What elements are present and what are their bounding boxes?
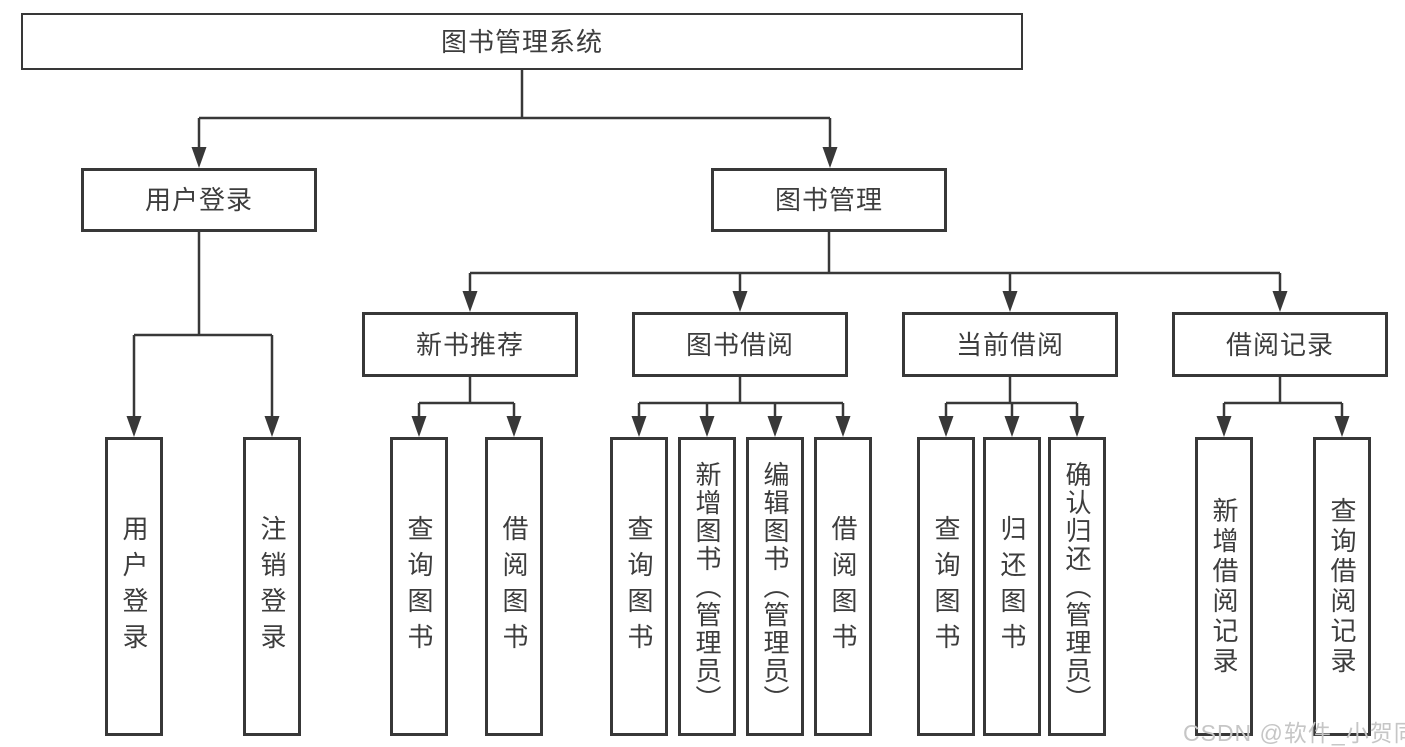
node-label: 当前借阅 — [955, 329, 1064, 360]
node-label: 用户登录 — [119, 514, 149, 659]
node-label: 新书推荐 — [415, 329, 524, 360]
node-label: 图书管理系统 — [440, 26, 603, 57]
leaf-query-books-recommend: 查询图书 — [390, 437, 448, 736]
node-label: 查询图书 — [404, 514, 434, 659]
node-label: 借阅记录 — [1225, 329, 1334, 360]
node-label: 查询借阅记录 — [1327, 496, 1357, 677]
node-book-management: 图书管理 — [711, 168, 947, 232]
node-label: 借阅图书 — [499, 514, 529, 659]
node-label: 用户登录 — [144, 185, 253, 215]
node-label: 编辑图书（管理员） — [760, 460, 790, 713]
leaf-query-books-borrowing: 查询图书 — [610, 437, 668, 736]
leaf-query-borrow-record: 查询借阅记录 — [1313, 437, 1371, 736]
node-label: 查询图书 — [931, 514, 961, 659]
node-label: 查询图书 — [624, 514, 654, 659]
leaf-return-books: 归还图书 — [983, 437, 1041, 736]
node-borrowing-records: 借阅记录 — [1172, 312, 1388, 377]
leaf-query-books-current: 查询图书 — [917, 437, 975, 736]
leaf-add-book-admin: 新增图书（管理员） — [678, 437, 736, 736]
node-current-borrowing: 当前借阅 — [902, 312, 1118, 377]
leaf-edit-book-admin: 编辑图书（管理员） — [746, 437, 804, 736]
node-library-system: 图书管理系统 — [21, 13, 1023, 70]
csdn-watermark: CSDN @软件_小贺同学 — [1183, 720, 1405, 746]
node-label: 新增借阅记录 — [1209, 496, 1239, 677]
leaf-borrow-books-borrowing: 借阅图书 — [814, 437, 872, 736]
arrowheads — [126, 147, 1350, 437]
node-label: 归还图书 — [997, 514, 1027, 659]
leaf-user-login: 用户登录 — [105, 437, 163, 736]
node-label: 注销登录 — [257, 514, 287, 659]
node-label: 确认归还（管理员） — [1062, 460, 1092, 713]
node-new-book-recommendation: 新书推荐 — [362, 312, 578, 377]
node-label: 新增图书（管理员） — [692, 460, 722, 713]
leaf-borrow-books-recommend: 借阅图书 — [485, 437, 543, 736]
leaf-add-borrow-record: 新增借阅记录 — [1195, 437, 1253, 736]
node-label: 图书借阅 — [685, 329, 794, 360]
node-user-login: 用户登录 — [81, 168, 317, 232]
node-label: 借阅图书 — [828, 514, 858, 659]
node-label: 图书管理 — [774, 185, 883, 215]
leaf-confirm-return-admin: 确认归还（管理员） — [1048, 437, 1106, 736]
leaf-logout: 注销登录 — [243, 437, 301, 736]
node-book-borrowing: 图书借阅 — [632, 312, 848, 377]
